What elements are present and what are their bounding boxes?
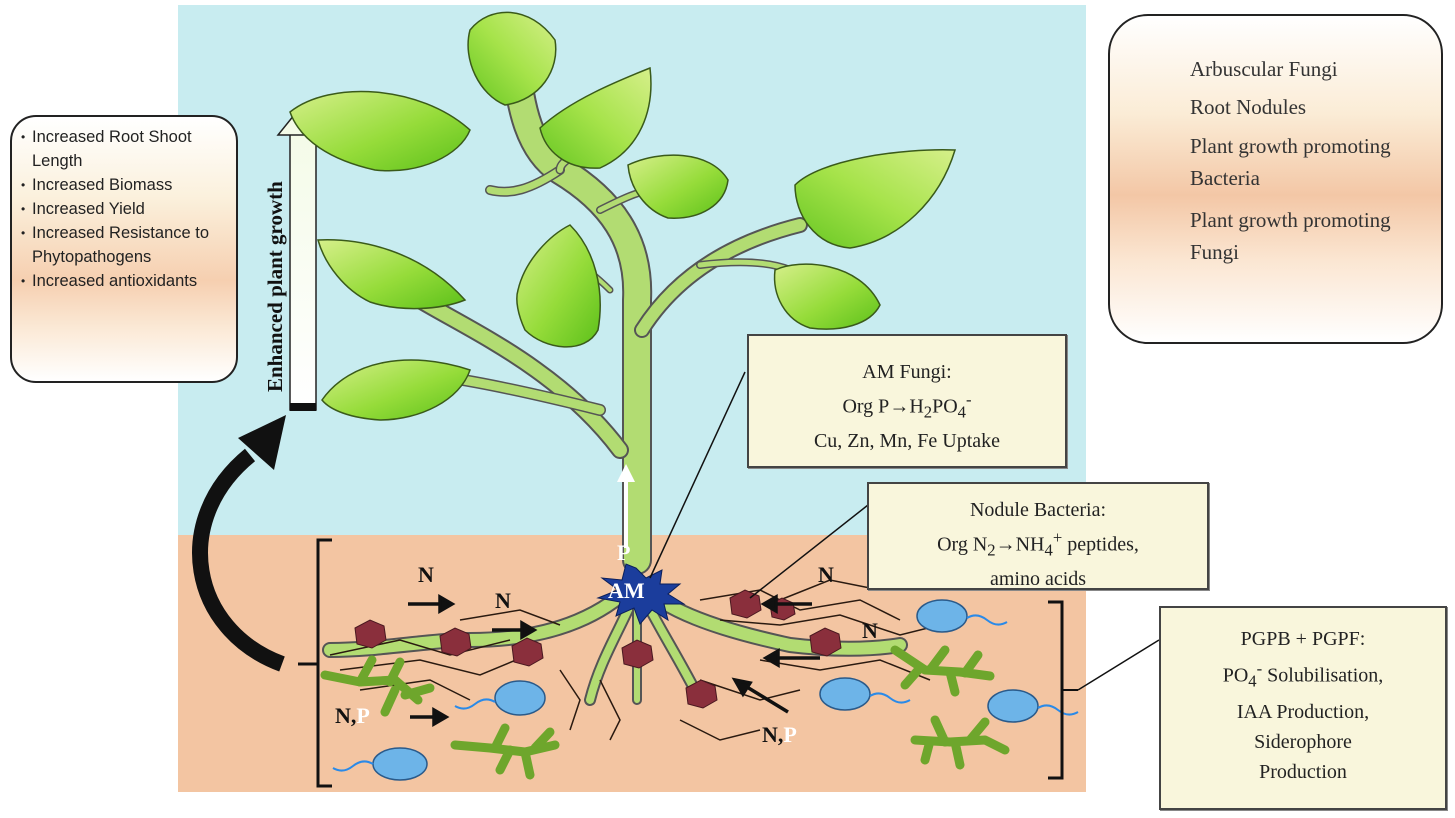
nutrient-label-n: N	[862, 618, 878, 643]
legend-label-fungi: Plant growth promoting Fungi	[1190, 208, 1391, 264]
root-nodule-icon	[729, 589, 762, 619]
pgp-line-production: Production	[1259, 760, 1347, 783]
bacteria-icon	[819, 677, 911, 711]
leaf	[467, 11, 557, 106]
am-star-icon	[596, 563, 686, 625]
nutrient-label-n: N	[495, 588, 511, 613]
nodule-bacteria-box: Nodule Bacteria: Org N2→NH4+ peptides, a…	[867, 482, 1209, 590]
bacteria-group	[332, 599, 1079, 781]
am-fungi-formula: Org P→H2PO4-	[842, 390, 972, 422]
fungi-group	[320, 645, 1010, 780]
legend-label-root-nodules: Root Nodules	[1190, 95, 1307, 119]
pgp-line-solubilisation: PO4- Solubilisation,	[1222, 659, 1384, 691]
legend-label-bacteria: Plant growth promoting Bacteria	[1190, 134, 1391, 190]
fungi-icon	[910, 715, 1010, 770]
pgp-title: PGPB + PGPF:	[1240, 628, 1366, 650]
bacteria-icon	[454, 680, 546, 716]
leaf	[516, 224, 601, 348]
am-fungi-uptake: Cu, Zn, Mn, Fe Uptake	[813, 429, 1001, 452]
benefit-item: Increased antioxidants	[21, 269, 226, 293]
benefits-list: Increased Root Shoot Length Increased Bi…	[21, 125, 226, 293]
p-label: P	[617, 540, 631, 565]
benefit-item: Increased Yield	[21, 197, 226, 221]
nutrient-label-n: N	[418, 562, 434, 587]
fungi-icon	[320, 655, 435, 717]
leaf	[539, 66, 652, 169]
nodule-callout-line	[749, 504, 869, 599]
nodule-bacteria-products: amino acids	[989, 567, 1087, 590]
fungi-icon	[450, 723, 560, 780]
benefits-box: Increased Root Shoot Length Increased Bi…	[10, 115, 238, 383]
growth-arrow-label: Enhanced plant growth	[263, 181, 287, 392]
nodule-bacteria-title: Nodule Bacteria:	[969, 499, 1107, 521]
leaf	[794, 149, 956, 249]
leaf	[773, 263, 881, 330]
plant-leaves	[289, 11, 956, 421]
stem-up-arrow	[617, 464, 635, 482]
am-callout-line	[649, 371, 746, 579]
leaf	[321, 359, 471, 421]
legend-label-arbuscular-fungi: Arbuscular Fungi	[1190, 57, 1338, 81]
am-fungi-title: AM Fungi:	[862, 361, 952, 383]
root-nodules	[354, 589, 842, 709]
legend-box: Arbuscular Fungi Root Nodules Plant grow…	[1108, 14, 1443, 344]
root-hairs	[329, 579, 941, 741]
plant-stem	[411, 40, 808, 575]
am-fungi-box: AM Fungi: Org P→H2PO4- Cu, Zn, Mn, Fe Up…	[747, 334, 1067, 468]
benefit-item: Increased Biomass	[21, 173, 226, 197]
nodule-bacteria-formula: Org N2→NH4+ peptides,	[937, 528, 1139, 560]
fungi-icon	[890, 645, 995, 697]
benefit-item: Increased Root Shoot Length	[21, 125, 226, 173]
root-nodule-icon	[439, 627, 472, 657]
root-nodule-icon	[809, 627, 842, 657]
growth-arrow-shaft	[289, 131, 317, 411]
bacteria-icon	[916, 599, 1008, 633]
leaf	[289, 90, 471, 172]
nutrient-label-np: N,P	[762, 722, 797, 747]
leaf	[317, 239, 467, 310]
nutrient-label-np: N,P	[335, 703, 370, 728]
root-nodule-icon	[354, 619, 387, 649]
pgp-line-siderophore: Siderophore	[1254, 730, 1352, 753]
root-nodule-icon	[621, 639, 654, 669]
root-nodule-icon	[511, 637, 544, 667]
bacteria-icon	[987, 689, 1079, 723]
pgp-line-iaa: IAA Production,	[1236, 700, 1370, 723]
root-nodule-icon	[685, 679, 718, 709]
feedback-arrow	[192, 448, 285, 672]
pgp-callout-line	[1077, 639, 1160, 691]
leaf	[627, 154, 729, 219]
nutrient-arrows	[408, 593, 820, 728]
am-label: AM	[608, 578, 645, 603]
benefit-item: Increased Resistance to Phytopathogens	[21, 221, 226, 269]
nutrient-label-n: N	[818, 562, 834, 587]
feedback-arrowhead	[238, 415, 286, 470]
pgpb-pgpf-box: PGPB + PGPF: PO4- Solubilisation, IAA Pr…	[1159, 606, 1447, 810]
bacteria-icon	[332, 747, 428, 781]
